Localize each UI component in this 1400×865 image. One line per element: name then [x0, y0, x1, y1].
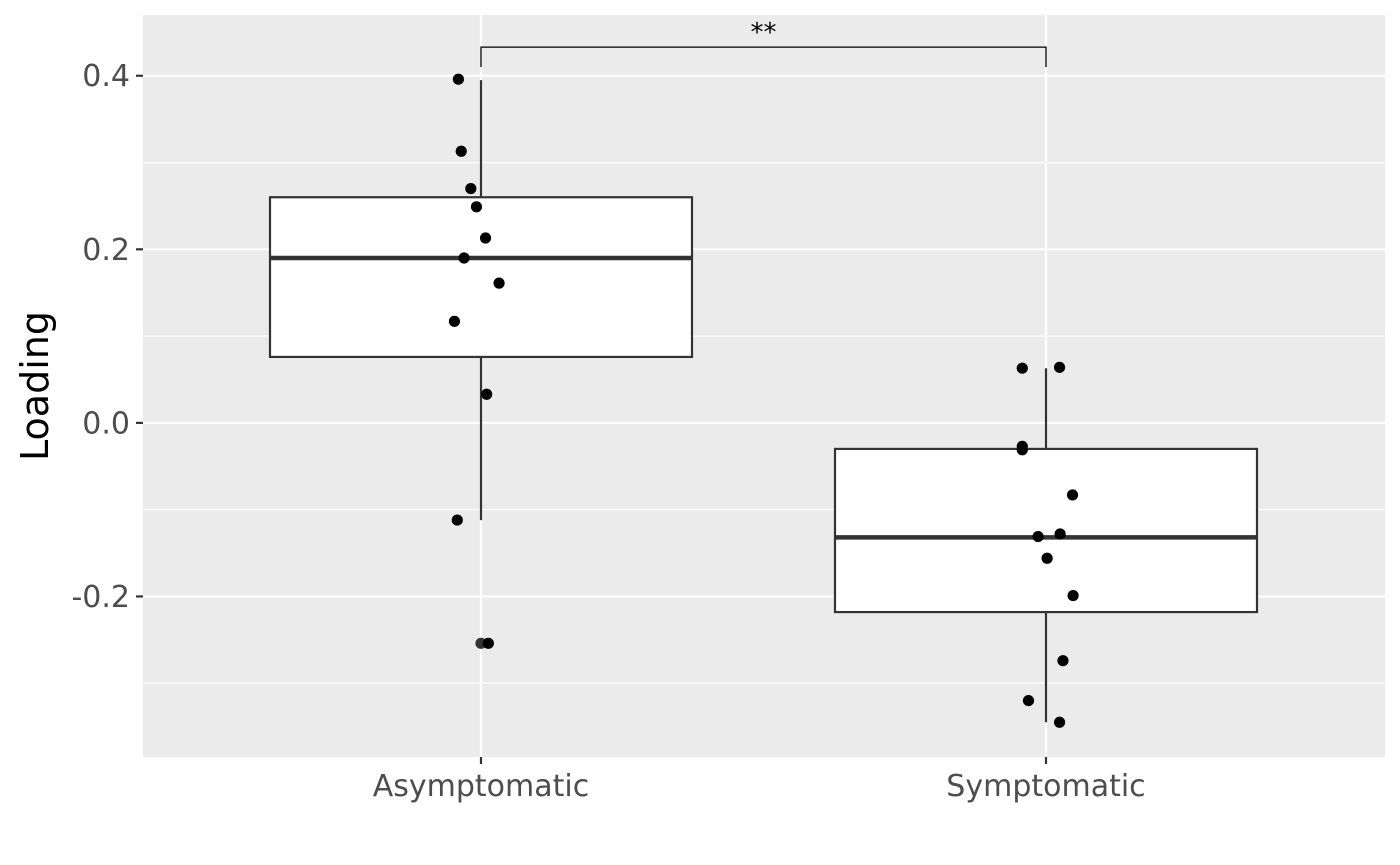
data-point [1016, 444, 1028, 456]
data-point [452, 73, 464, 85]
data-point [1053, 361, 1066, 373]
data-point [1054, 528, 1066, 540]
y-axis-title: Loading [13, 311, 57, 461]
plot-panel [143, 15, 1385, 757]
data-point [1041, 552, 1053, 564]
significance-label: ** [751, 18, 777, 48]
data-points [448, 73, 1079, 728]
x-tick-label: Asymptomatic [373, 769, 590, 804]
y-axis: -0.2 0.0 0.2 0.4 [71, 59, 143, 615]
y-tick-label: -0.2 [71, 580, 130, 615]
data-point [1057, 655, 1069, 667]
data-point [493, 277, 505, 289]
data-point [1067, 589, 1079, 602]
data-point [448, 315, 461, 327]
significance-bracket [480, 46, 1047, 68]
y-tick-label: 0.0 [82, 406, 130, 441]
data-point [1066, 489, 1079, 501]
y-tick-label: 0.2 [82, 233, 130, 268]
x-axis: Asymptomatic Symptomatic [373, 757, 1146, 804]
data-point [455, 145, 467, 157]
data-point [1016, 362, 1028, 374]
x-tick-label: Symptomatic [946, 769, 1145, 804]
data-point [482, 637, 494, 649]
data-point [1053, 716, 1066, 728]
data-point [458, 252, 470, 264]
data-point [1022, 694, 1035, 707]
y-tick-label: 0.4 [82, 59, 130, 94]
data-point [481, 388, 493, 400]
box-iqr [268, 196, 694, 359]
data-point [465, 182, 477, 195]
box-iqr [833, 447, 1259, 614]
significance-annotation: ** [480, 18, 1047, 68]
data-point [1032, 530, 1044, 543]
data-point [451, 514, 463, 526]
boxes [268, 80, 1259, 723]
data-point [479, 232, 492, 244]
data-point [470, 201, 483, 213]
